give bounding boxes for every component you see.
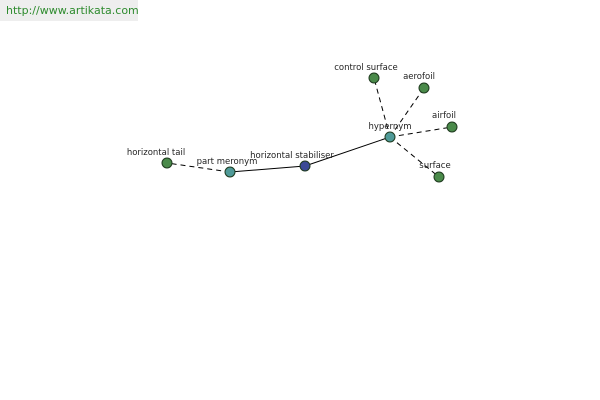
node-aerofoil[interactable]: aerofoil xyxy=(403,72,435,94)
node-surface-circle[interactable] xyxy=(433,171,445,183)
edge-hypernym-control-surface xyxy=(373,77,391,138)
node-airfoil-circle[interactable] xyxy=(446,121,458,133)
node-control-surface-circle[interactable] xyxy=(368,72,380,84)
node-horizontal-tail-label: horizontal tail xyxy=(127,148,185,158)
node-part-meronym[interactable]: part meronym xyxy=(197,157,258,178)
node-airfoil[interactable]: airfoil xyxy=(432,111,458,133)
node-hypernym-label: hypernym xyxy=(368,122,411,132)
node-horizontal-stabiliser-circle[interactable] xyxy=(299,160,311,172)
node-hypernym-circle[interactable] xyxy=(384,131,396,143)
node-surface[interactable]: surface xyxy=(419,161,451,183)
node-control-surface[interactable]: control surface xyxy=(334,63,398,84)
node-hypernym[interactable]: hypernym xyxy=(368,122,412,143)
edge-hypernym-airfoil xyxy=(389,126,453,138)
node-aerofoil-circle[interactable] xyxy=(418,82,430,94)
site-url-link[interactable]: http://www.artikata.com xyxy=(0,0,139,21)
edge-hypernym-surface xyxy=(389,136,440,178)
node-horizontal-tail[interactable]: horizontal tail xyxy=(127,148,185,169)
node-part-meronym-circle[interactable] xyxy=(224,166,236,178)
node-airfoil-label: airfoil xyxy=(432,111,456,121)
node-horizontal-tail-circle[interactable] xyxy=(161,157,173,169)
node-control-surface-label: control surface xyxy=(334,63,398,73)
node-horizontal-stabiliser-label: horizontal stabiliser xyxy=(250,151,334,161)
edge-hypernym-aerofoil xyxy=(389,87,425,138)
node-surface-label: surface xyxy=(419,161,450,171)
node-aerofoil-label: aerofoil xyxy=(403,72,435,82)
node-part-meronym-label: part meronym xyxy=(197,157,258,167)
edge-stabiliser-part-meronym xyxy=(229,165,306,173)
node-horizontal-stabiliser[interactable]: horizontal stabiliser xyxy=(250,151,334,172)
edge-part-meronym-horizontal-tail xyxy=(166,162,231,173)
edge-stabiliser-hypernym xyxy=(304,136,391,167)
